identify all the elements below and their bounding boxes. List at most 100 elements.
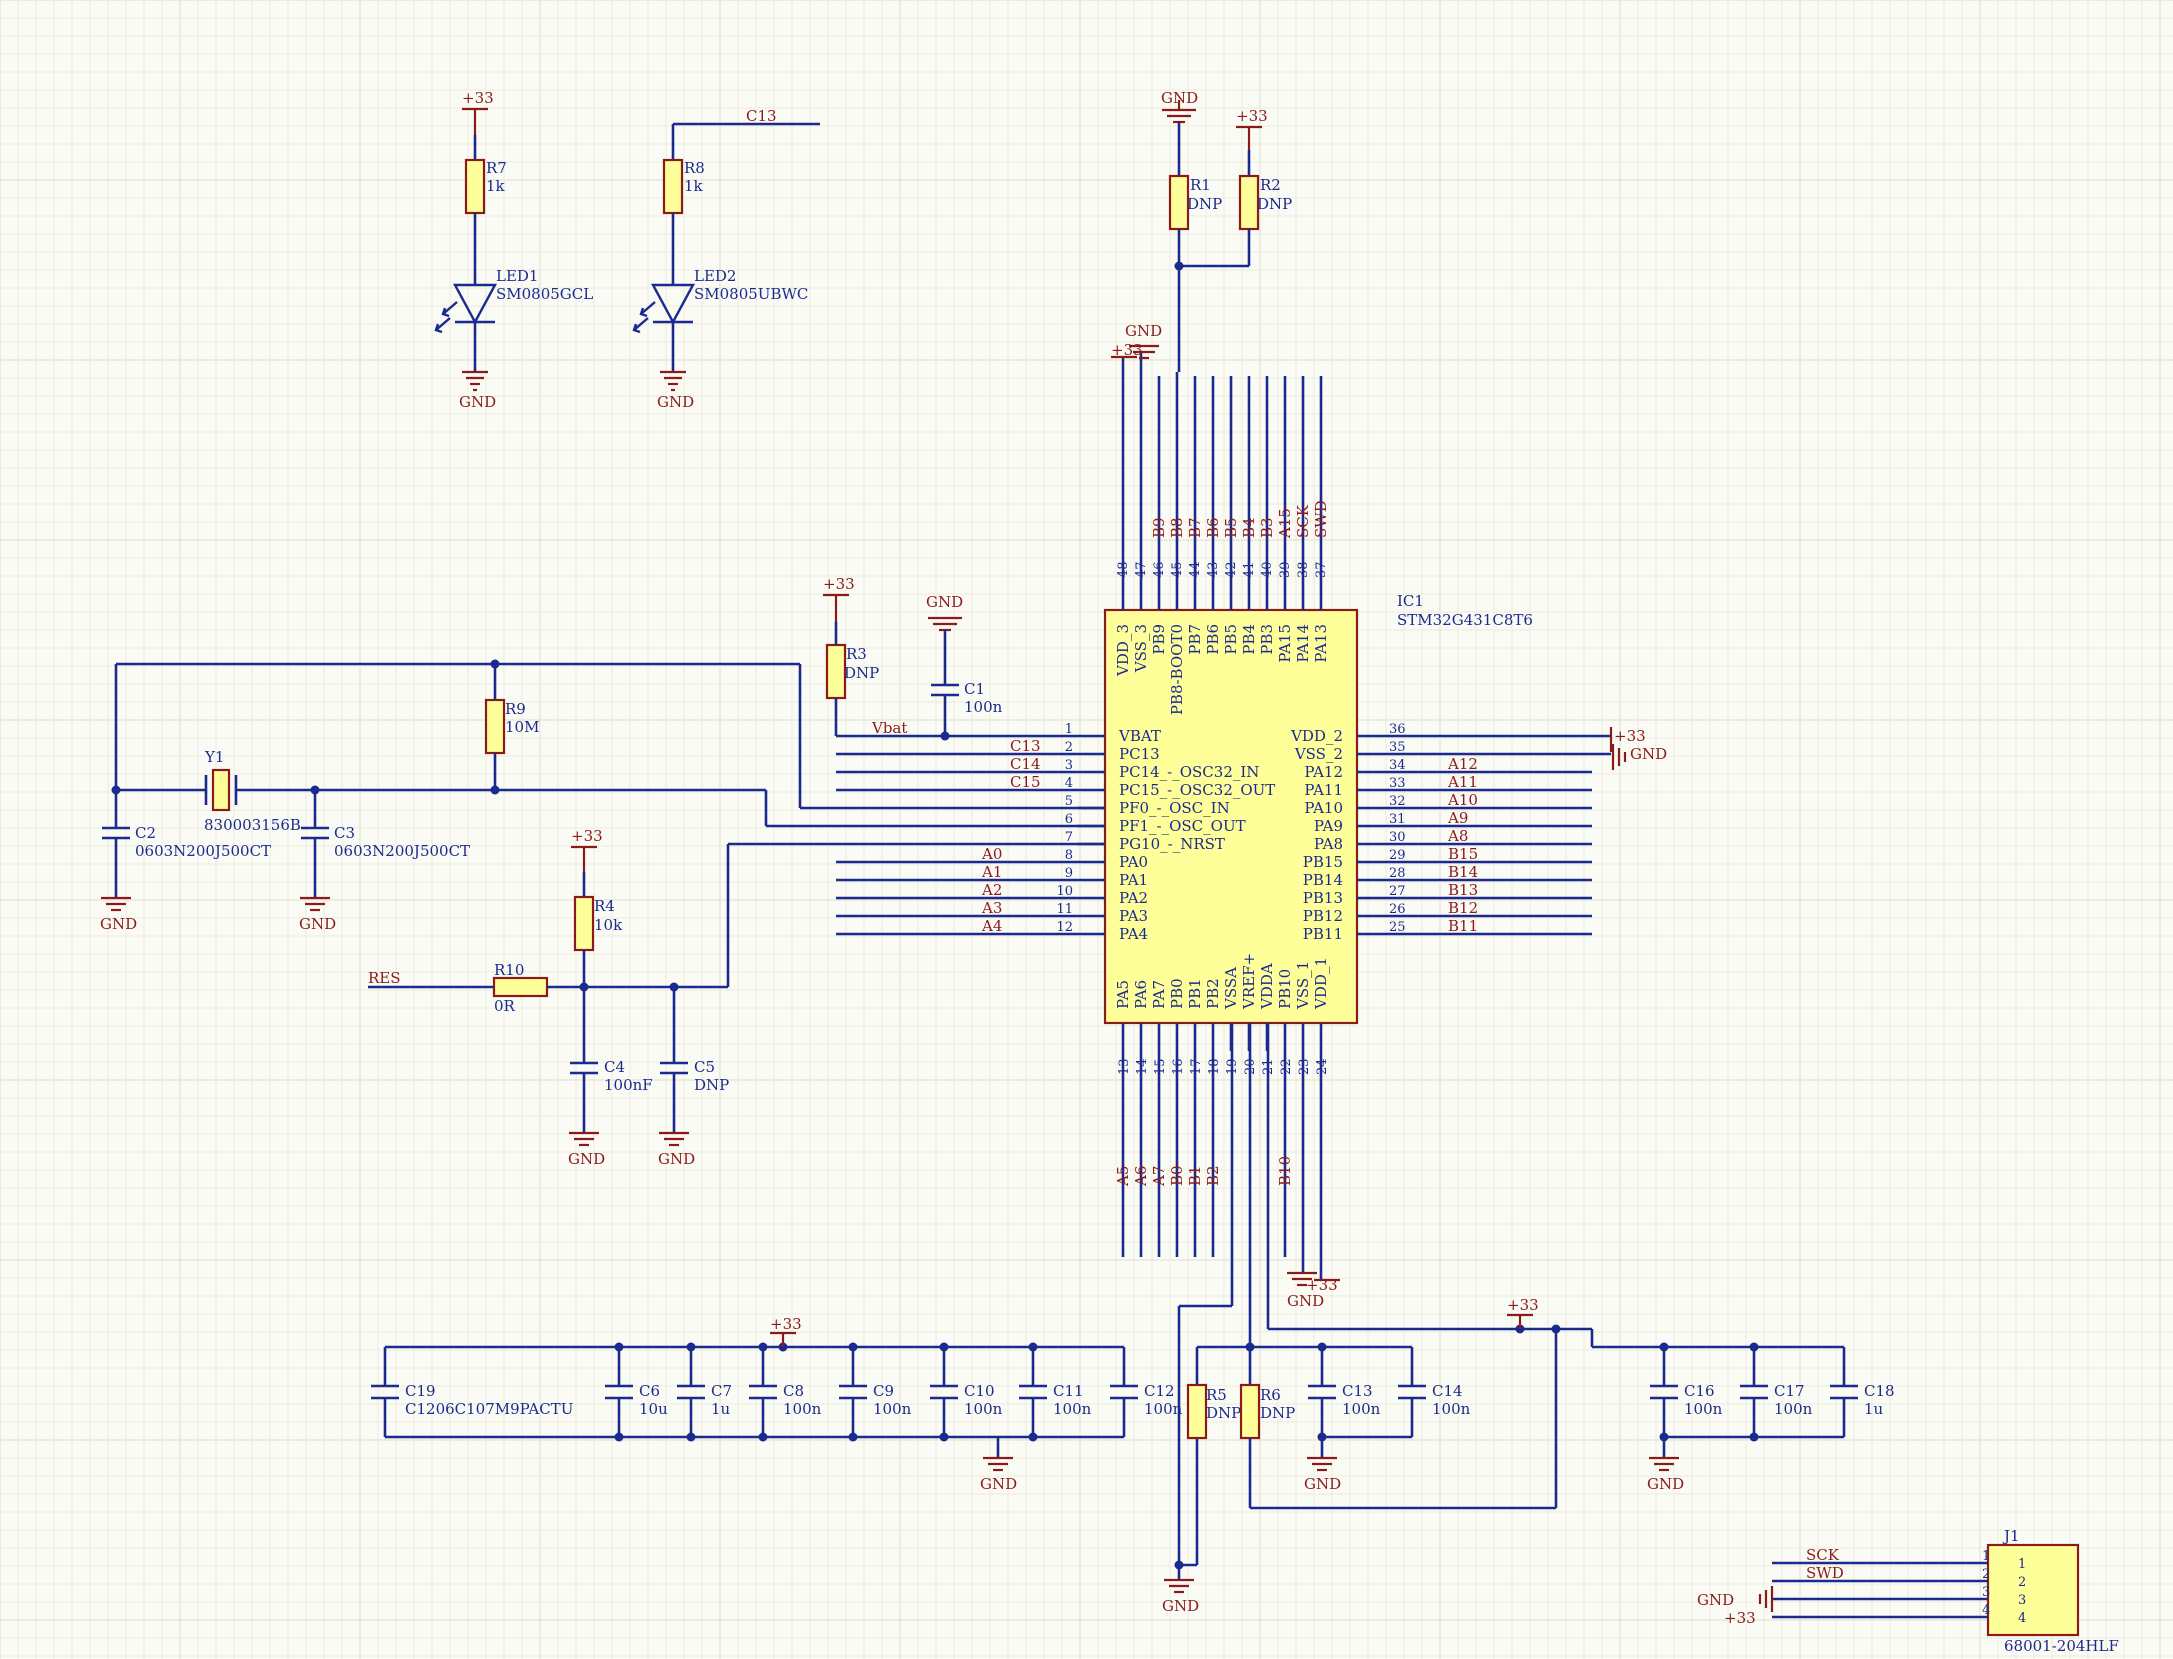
r1-resistor[interactable] (1168, 174, 1190, 231)
ic1-pin-name: VSSA (1222, 967, 1240, 1010)
r9-value: 10M (505, 718, 539, 736)
capacitor[interactable] (1398, 1347, 1426, 1437)
vbat-network: +33 R3 DNP GND C1 100n (823, 575, 1003, 741)
r7-resistor[interactable] (464, 158, 486, 215)
j1-pin-label: 3 (2018, 1593, 2026, 1608)
ic1-pin-name: PA4 (1119, 925, 1148, 943)
ic1-pin-number: 3 (1065, 758, 1073, 773)
capacitor[interactable] (1830, 1347, 1858, 1437)
ic1-pin-name: PC13 (1119, 745, 1160, 763)
ic1-pin-name: VSS_3 (1132, 624, 1150, 673)
ic1-pin-number: 35 (1389, 740, 1406, 755)
c6-ref: C6 (639, 1382, 660, 1400)
gnd-label: GND (980, 1475, 1017, 1493)
v33-label: +33 (1111, 341, 1143, 359)
ic1-pin-name: PB15 (1303, 853, 1343, 871)
ic1-package[interactable] (1103, 608, 1359, 1025)
ic1-pin-name: PA9 (1314, 817, 1343, 835)
ic1-pin-number: 23 (1297, 1058, 1312, 1075)
net-label: C15 (1010, 773, 1041, 791)
ic1-pin-name: PB5 (1222, 624, 1240, 655)
c12-ref: C12 (1144, 1382, 1175, 1400)
v33-label: +33 (1724, 1609, 1756, 1627)
led2-value: SM0805UBWC (694, 285, 808, 303)
ic1-pin-name: VDD_1 (1312, 957, 1330, 1010)
r4-resistor[interactable] (573, 895, 595, 952)
r5-resistor[interactable] (1186, 1383, 1208, 1440)
ic1-pin-name: PB6 (1204, 624, 1222, 655)
j1-header[interactable] (1986, 1543, 2080, 1637)
capacitor[interactable] (1110, 1347, 1138, 1437)
ic1-pin-name: PA8 (1314, 835, 1343, 853)
v33-label: +33 (462, 89, 494, 107)
capacitor[interactable] (839, 1347, 867, 1437)
c10-ref: C10 (964, 1382, 995, 1400)
net-label: A6 (1132, 1166, 1150, 1187)
capacitor[interactable] (1019, 1347, 1047, 1437)
c14-value: 100n (1432, 1400, 1471, 1418)
capacitor[interactable] (1740, 1347, 1768, 1437)
ic1-pin-number: 25 (1389, 920, 1406, 935)
r1-value: DNP (1187, 195, 1222, 213)
ic1-pin-name: PF1_-_OSC_OUT (1119, 817, 1246, 835)
ic1-pin-number: 33 (1389, 776, 1406, 791)
decoupling-bank-left: C19 C1206C107M9PACTU C6 10u C7 1u C8 100… (371, 1315, 1183, 1493)
capacitor[interactable] (677, 1347, 705, 1437)
ic1-pin-name: PG10_-_NRST (1119, 835, 1225, 853)
ic1-pin-number: 22 (1279, 1058, 1294, 1075)
gnd-label: GND (1162, 1597, 1199, 1615)
v33-label: +33 (770, 1315, 802, 1333)
net-label: A4 (981, 917, 1002, 935)
ic1-pin-number: 32 (1389, 794, 1406, 809)
r9-resistor[interactable] (484, 698, 506, 755)
capacitor[interactable] (605, 1347, 633, 1437)
led1-diode[interactable] (452, 283, 498, 325)
net-label: A9 (1447, 809, 1468, 827)
ic1-pin-number: 4 (1065, 776, 1073, 791)
ic1-pin-name: PA11 (1304, 781, 1343, 799)
capacitor[interactable] (930, 1347, 958, 1437)
r8-resistor[interactable] (662, 158, 684, 215)
ic1-pin-name: PA6 (1132, 980, 1150, 1009)
capacitor[interactable] (1650, 1347, 1678, 1458)
net-label: B1 (1186, 1165, 1204, 1186)
net-label: A5 (1114, 1166, 1132, 1187)
net-label: B4 (1240, 517, 1258, 538)
j1-pin-num: 2 (1982, 1567, 1990, 1582)
ic1-pin-number: 17 (1189, 1058, 1204, 1075)
r3-resistor[interactable] (825, 643, 847, 700)
c11-ref: C11 (1053, 1382, 1084, 1400)
c19-ref: C19 (405, 1382, 436, 1400)
c16-value: 100n (1684, 1400, 1723, 1418)
led2-diode[interactable] (650, 283, 696, 325)
ic1-pin-number: 12 (1056, 920, 1073, 935)
net-label: B2 (1204, 1165, 1222, 1186)
ic1-pin-name: VDDA (1258, 963, 1276, 1010)
net-label: SWD (1312, 500, 1330, 538)
capacitor[interactable] (749, 1347, 777, 1437)
led1-ref: LED1 (496, 267, 538, 285)
r5-value: DNP (1206, 1404, 1241, 1422)
y1-crystal[interactable] (211, 768, 231, 812)
c8-value: 100n (783, 1400, 822, 1418)
j1-connector: J1 68001-204HLF 1 2 3 4 1 2 3 4 SCK SWD … (1697, 1527, 2119, 1655)
ic1-part: STM32G431C8T6 (1397, 611, 1533, 629)
net-label: B6 (1204, 517, 1222, 538)
ic1-pin-name: VDD_2 (1290, 727, 1343, 745)
r6-resistor[interactable] (1239, 1383, 1261, 1440)
r2-resistor[interactable] (1238, 174, 1260, 231)
ic1-pin-number: 14 (1135, 1058, 1150, 1075)
ic1-pin-name: PB11 (1303, 925, 1343, 943)
ic1-pin-number: 30 (1389, 830, 1406, 845)
r10-resistor[interactable] (492, 976, 549, 998)
net-label: C14 (1010, 755, 1041, 773)
ic1-pin-number: 10 (1056, 884, 1073, 899)
c13-value: 100n (1342, 1400, 1381, 1418)
net-label: A1 (981, 863, 1002, 881)
c13-ref: C13 (1342, 1382, 1373, 1400)
gnd-label: GND (1697, 1591, 1734, 1609)
capacitor[interactable] (1308, 1347, 1336, 1458)
ic1-pin-name: PB14 (1303, 871, 1343, 889)
net-label: B15 (1448, 845, 1478, 863)
